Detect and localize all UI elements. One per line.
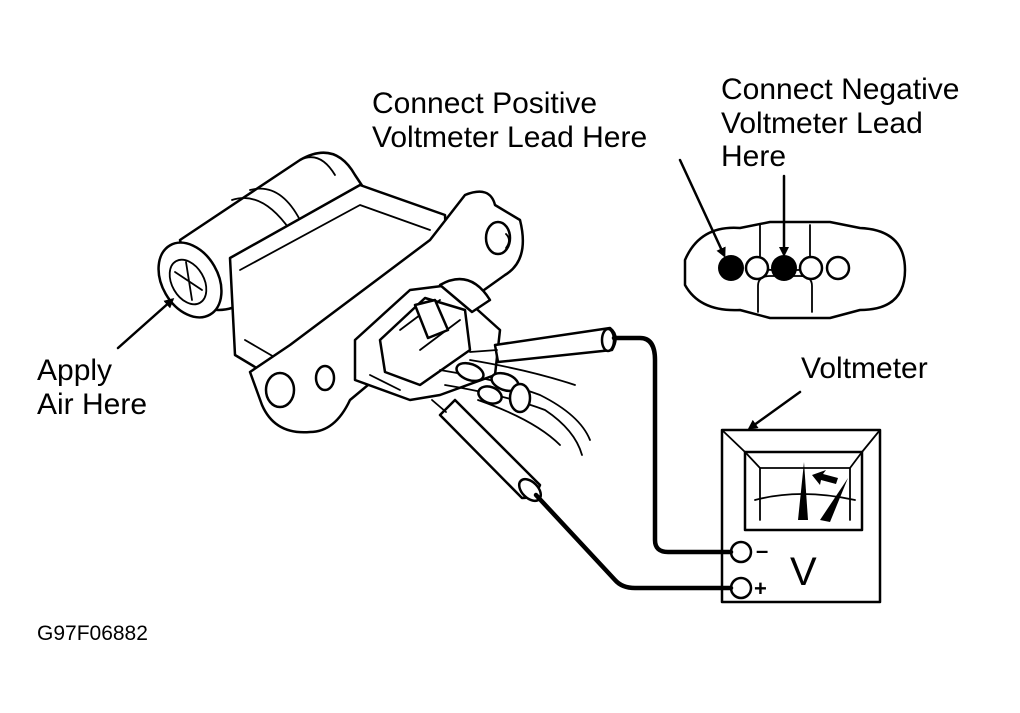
- figure-id: G97F06882: [37, 622, 148, 645]
- positive-lead-label-line2: Voltmeter Lead Here: [372, 121, 647, 154]
- sensor-assembly: [157, 151, 617, 503]
- voltmeter-device: – + V: [720, 428, 882, 604]
- voltmeter-callout-arrow: [747, 390, 802, 430]
- negative-lead-label-line1: Connect Negative: [721, 73, 959, 106]
- voltmeter-label: Voltmeter: [801, 352, 928, 385]
- negative-lead-label-line2: Voltmeter Lead: [721, 107, 923, 140]
- positive-callout-arrow: [678, 158, 726, 258]
- negative-lead-label-line3: Here: [721, 140, 786, 173]
- positive-lead-label-line1: Connect Positive: [372, 87, 597, 120]
- negative-terminal-pin: [718, 255, 744, 281]
- negative-input-jack: [729, 540, 753, 564]
- negative-test-lead: [611, 335, 734, 555]
- wire-harness: [439, 359, 591, 456]
- positive-test-lead: [533, 492, 734, 591]
- negative-probe: [431, 398, 543, 503]
- negative-jack-sign: –: [756, 538, 768, 563]
- positive-input-jack: [729, 576, 753, 600]
- inset-pin: [825, 255, 851, 281]
- meter-needle-rest: [820, 478, 848, 522]
- needle-direction-arrow-icon: [812, 470, 838, 485]
- apply-air-label-line2: Air Here: [37, 388, 147, 421]
- inset-pin: [744, 255, 770, 281]
- positive-jack-sign: +: [754, 576, 767, 601]
- meter-needle: [798, 462, 808, 520]
- apply-air-callout-arrow: [116, 298, 175, 350]
- connector-face-inset: [683, 220, 907, 320]
- positive-terminal-pin: [771, 255, 797, 281]
- inset-pin: [798, 255, 824, 281]
- voltmeter-unit-symbol: V: [790, 550, 817, 594]
- apply-air-label-line1: Apply: [37, 354, 112, 387]
